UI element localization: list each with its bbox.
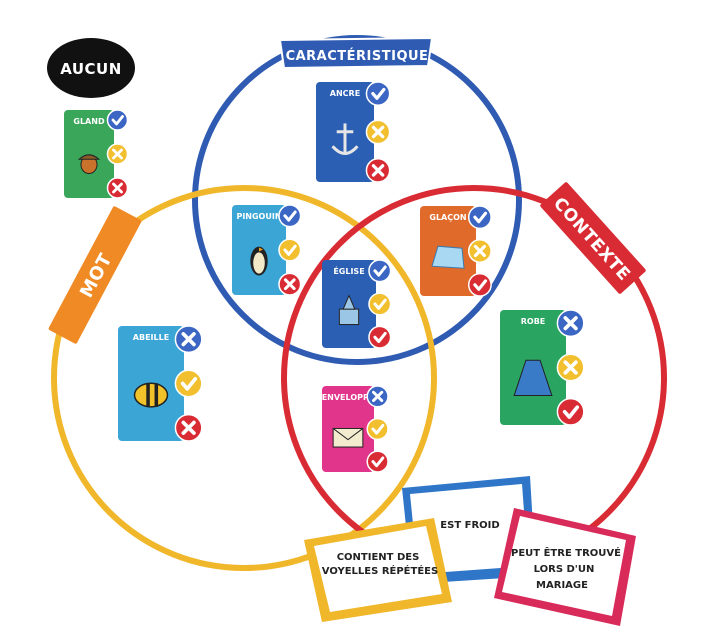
yellow-cross-icon: [106, 143, 129, 165]
blue-cross-icon: [366, 385, 389, 408]
red-cross-icon: [174, 413, 203, 442]
acorn-icon: [77, 154, 101, 175]
clue-yellow-line1: CONTIENT DES: [337, 552, 420, 563]
card-title: GLAND: [73, 117, 105, 126]
card-pingouin[interactable]: PINGOUIN: [232, 204, 302, 296]
card-title: ANCRE: [330, 89, 360, 98]
yellow-check-icon: [174, 369, 203, 398]
cards-layer: GLAND ANCRE PINGOUIN GLAÇON ÉGLISE ABEILLE ROB…: [64, 81, 585, 473]
penguin-icon: [250, 246, 268, 276]
yellow-check-icon: [368, 292, 392, 316]
card-abeille[interactable]: ABEILLE: [118, 325, 203, 442]
context-label: CONTEXTE: [549, 194, 634, 285]
red-check-icon: [556, 397, 585, 426]
clue-red-line1: PEUT ÊTRE TROUVÉ: [511, 546, 621, 559]
yellow-cross-icon: [467, 239, 492, 263]
clue-card-yellow[interactable]: CONTIENT DES VOYELLES RÉPÉTÉES: [304, 518, 452, 622]
blue-check-icon: [365, 81, 391, 106]
card-face: [64, 110, 114, 198]
yellow-check-icon: [366, 417, 389, 441]
none-badge: AUCUN: [47, 38, 135, 98]
clue-card-red[interactable]: PEUT ÊTRE TROUVÉ LORS D'UN MARIAGE: [494, 508, 636, 626]
blue-check-icon: [106, 109, 129, 131]
word-banner: MOT: [48, 206, 142, 344]
red-cross-icon: [106, 177, 129, 199]
ice-icon: [431, 245, 465, 269]
clue-red-line3: MARIAGE: [536, 580, 588, 591]
card-glacon[interactable]: GLAÇON: [420, 205, 492, 297]
church-icon: [338, 294, 360, 326]
card-title: ABEILLE: [133, 333, 169, 342]
card-robe[interactable]: ROBE: [500, 309, 585, 426]
blue-cross-icon: [174, 325, 203, 354]
envelope-icon: [332, 427, 364, 448]
dress-icon: [513, 359, 553, 397]
feature-label: CARACTÉRISTIQUE: [286, 48, 429, 64]
card-title: ROBE: [521, 317, 546, 326]
red-check-icon: [368, 325, 392, 349]
blue-check-icon: [467, 205, 492, 230]
card-title: ÉGLISE: [333, 265, 364, 276]
clue-blue-text: EST FROID: [440, 520, 499, 531]
yellow-check-icon: [278, 238, 302, 262]
context-banner: CONTEXTE: [540, 182, 646, 294]
feature-banner: CARACTÉRISTIQUE: [278, 36, 434, 70]
clue-yellow-line2: VOYELLES RÉPÉTÉES: [322, 564, 438, 577]
card-eglise[interactable]: ÉGLISE: [322, 259, 392, 349]
card-title: ENVELOPPE: [322, 393, 375, 402]
yellow-cross-icon: [556, 353, 585, 382]
red-check-icon: [467, 272, 492, 297]
anchor-icon: [331, 123, 359, 155]
card-ancre[interactable]: ANCRE: [316, 81, 391, 183]
yellow-cross-icon: [365, 119, 391, 145]
card-title: GLAÇON: [429, 213, 466, 222]
bee-icon: [133, 382, 169, 408]
blue-cross-icon: [556, 309, 585, 338]
word-ring: [51, 185, 437, 571]
clue-red-line2: LORS D'UN: [534, 564, 595, 575]
red-check-icon: [366, 450, 389, 473]
card-enveloppe[interactable]: ENVELOPPE: [322, 385, 389, 473]
none-label: AUCUN: [60, 60, 122, 78]
card-gland[interactable]: GLAND: [64, 109, 129, 199]
blue-check-icon: [368, 259, 392, 283]
red-cross-icon: [365, 158, 391, 183]
blue-check-icon: [278, 204, 302, 228]
red-cross-icon: [278, 272, 302, 296]
card-title: PINGOUIN: [236, 212, 281, 221]
